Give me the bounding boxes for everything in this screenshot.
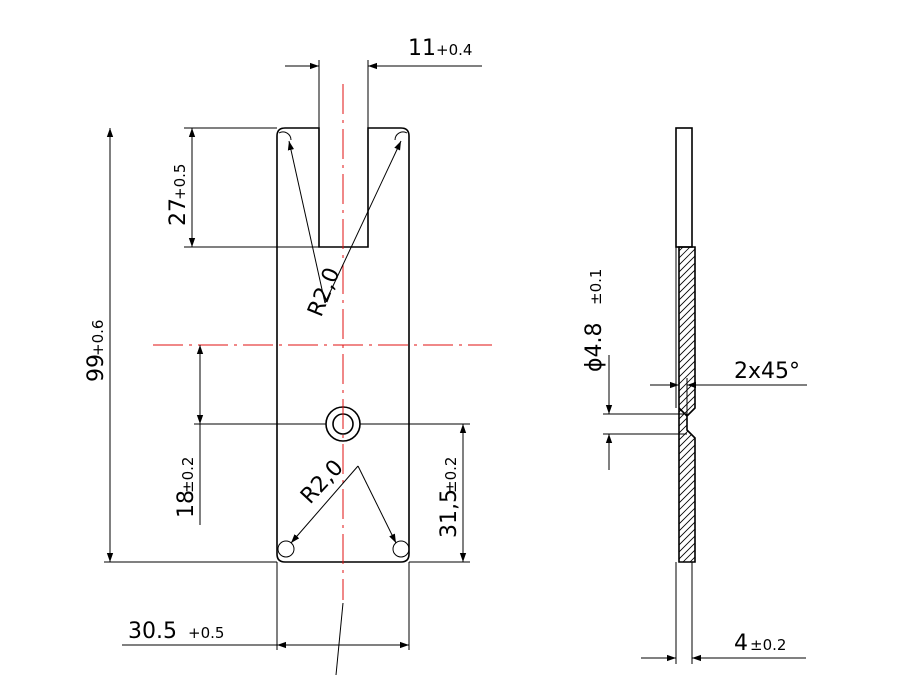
dim-hole-diameter-value: ϕ4.8 bbox=[582, 323, 607, 373]
dim-thickness: 4 ±0.2 bbox=[641, 562, 806, 664]
dim-width-tol: +0.5 bbox=[188, 624, 224, 642]
side-tab bbox=[675, 127, 693, 248]
hatch-line bbox=[679, 560, 695, 562]
corner-relief-top-right bbox=[394, 131, 408, 141]
dim-hole-to-bottom-value: 31,5 bbox=[437, 489, 462, 538]
dim-thickness-tol: ±0.2 bbox=[750, 636, 786, 654]
dim-hole-to-bottom: 31,5 ±0.2 bbox=[360, 423, 470, 563]
dim-thickness-value: 4 bbox=[734, 631, 748, 656]
dim-slot-depth-tol: +0.5 bbox=[171, 164, 189, 200]
dim-overall-length-tol: +0.6 bbox=[89, 320, 107, 356]
dim-overall-length-value: 99 bbox=[84, 354, 109, 382]
dim-slot-width-tol: +0.4 bbox=[436, 41, 472, 59]
side-section-outline bbox=[678, 246, 696, 563]
corner-relief-bottom-right bbox=[392, 540, 410, 558]
dim-width-value: 30.5 bbox=[128, 619, 177, 644]
dim-hole-to-bottom-tol: ±0.2 bbox=[442, 457, 460, 493]
dim-hole-offset-tol: ±0.2 bbox=[179, 457, 197, 493]
dim-slot-width: 11 +0.4 bbox=[285, 36, 482, 128]
dim-hole-diameter-tol: ±0.1 bbox=[587, 269, 605, 305]
hatch-line bbox=[676, 568, 698, 590]
bottom-leader-line bbox=[335, 602, 344, 676]
front-view: 11 +0.4 27 +0.5 99 +0.6 18 ±0.2 bbox=[84, 36, 492, 676]
dim-overall-length: 99 +0.6 bbox=[84, 128, 277, 563]
radius-bottom-label: R2,0 bbox=[296, 455, 349, 509]
side-view: ϕ4.8 ±0.1 2x45° 4 ±0.2 bbox=[582, 127, 807, 664]
corner-relief-top-left bbox=[278, 131, 292, 141]
dim-hole-diameter: ϕ4.8 ±0.1 bbox=[582, 269, 687, 470]
radius-top-label: R2,0 bbox=[303, 264, 345, 320]
dim-chamfer: 2x45° bbox=[650, 359, 807, 416]
plate-outline bbox=[276, 127, 410, 563]
dim-slot-depth: 27 +0.5 bbox=[166, 127, 319, 248]
dim-chamfer-value: 2x45° bbox=[734, 359, 800, 384]
dim-slot-depth-value: 27 bbox=[166, 198, 191, 226]
dim-width: 30.5 +0.5 bbox=[122, 562, 410, 650]
dim-hole-offset: 18 ±0.2 bbox=[174, 345, 326, 525]
dim-hole-offset-value: 18 bbox=[174, 490, 199, 518]
dim-slot-width-value: 11 bbox=[408, 36, 436, 61]
corner-relief-bottom-left bbox=[277, 540, 295, 558]
radius-top-leader: R2,0 bbox=[287, 140, 402, 320]
